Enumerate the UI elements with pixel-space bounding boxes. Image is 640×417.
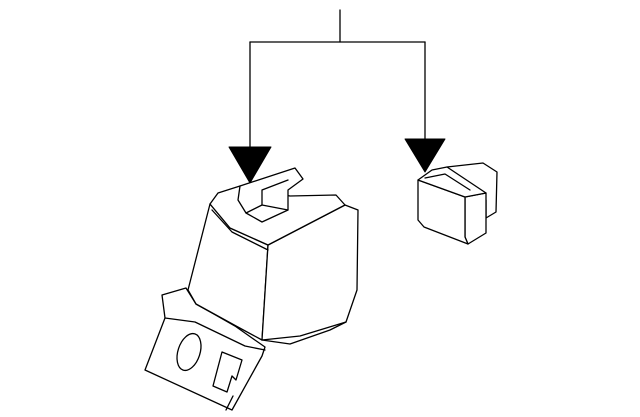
arrowhead-left bbox=[228, 146, 272, 184]
housing-lower-bevel bbox=[261, 321, 347, 345]
plug-side-face bbox=[464, 192, 487, 245]
plug-top-ridge bbox=[424, 173, 471, 191]
housing-hook-inner bbox=[245, 179, 289, 214]
housing-mount-hole bbox=[176, 332, 202, 372]
connector-plug bbox=[417, 162, 498, 245]
housing-front-edge bbox=[211, 209, 269, 251]
leader-lines bbox=[249, 9, 426, 149]
housing-side-face bbox=[261, 204, 359, 341]
housing-slot-cutout bbox=[212, 351, 243, 393]
arrowhead-right bbox=[404, 138, 446, 173]
housing-flange-ridge bbox=[164, 317, 266, 351]
bracket-housing bbox=[144, 167, 359, 411]
housing-side-tab bbox=[225, 395, 234, 411]
housing-hook-slot bbox=[261, 204, 289, 211]
